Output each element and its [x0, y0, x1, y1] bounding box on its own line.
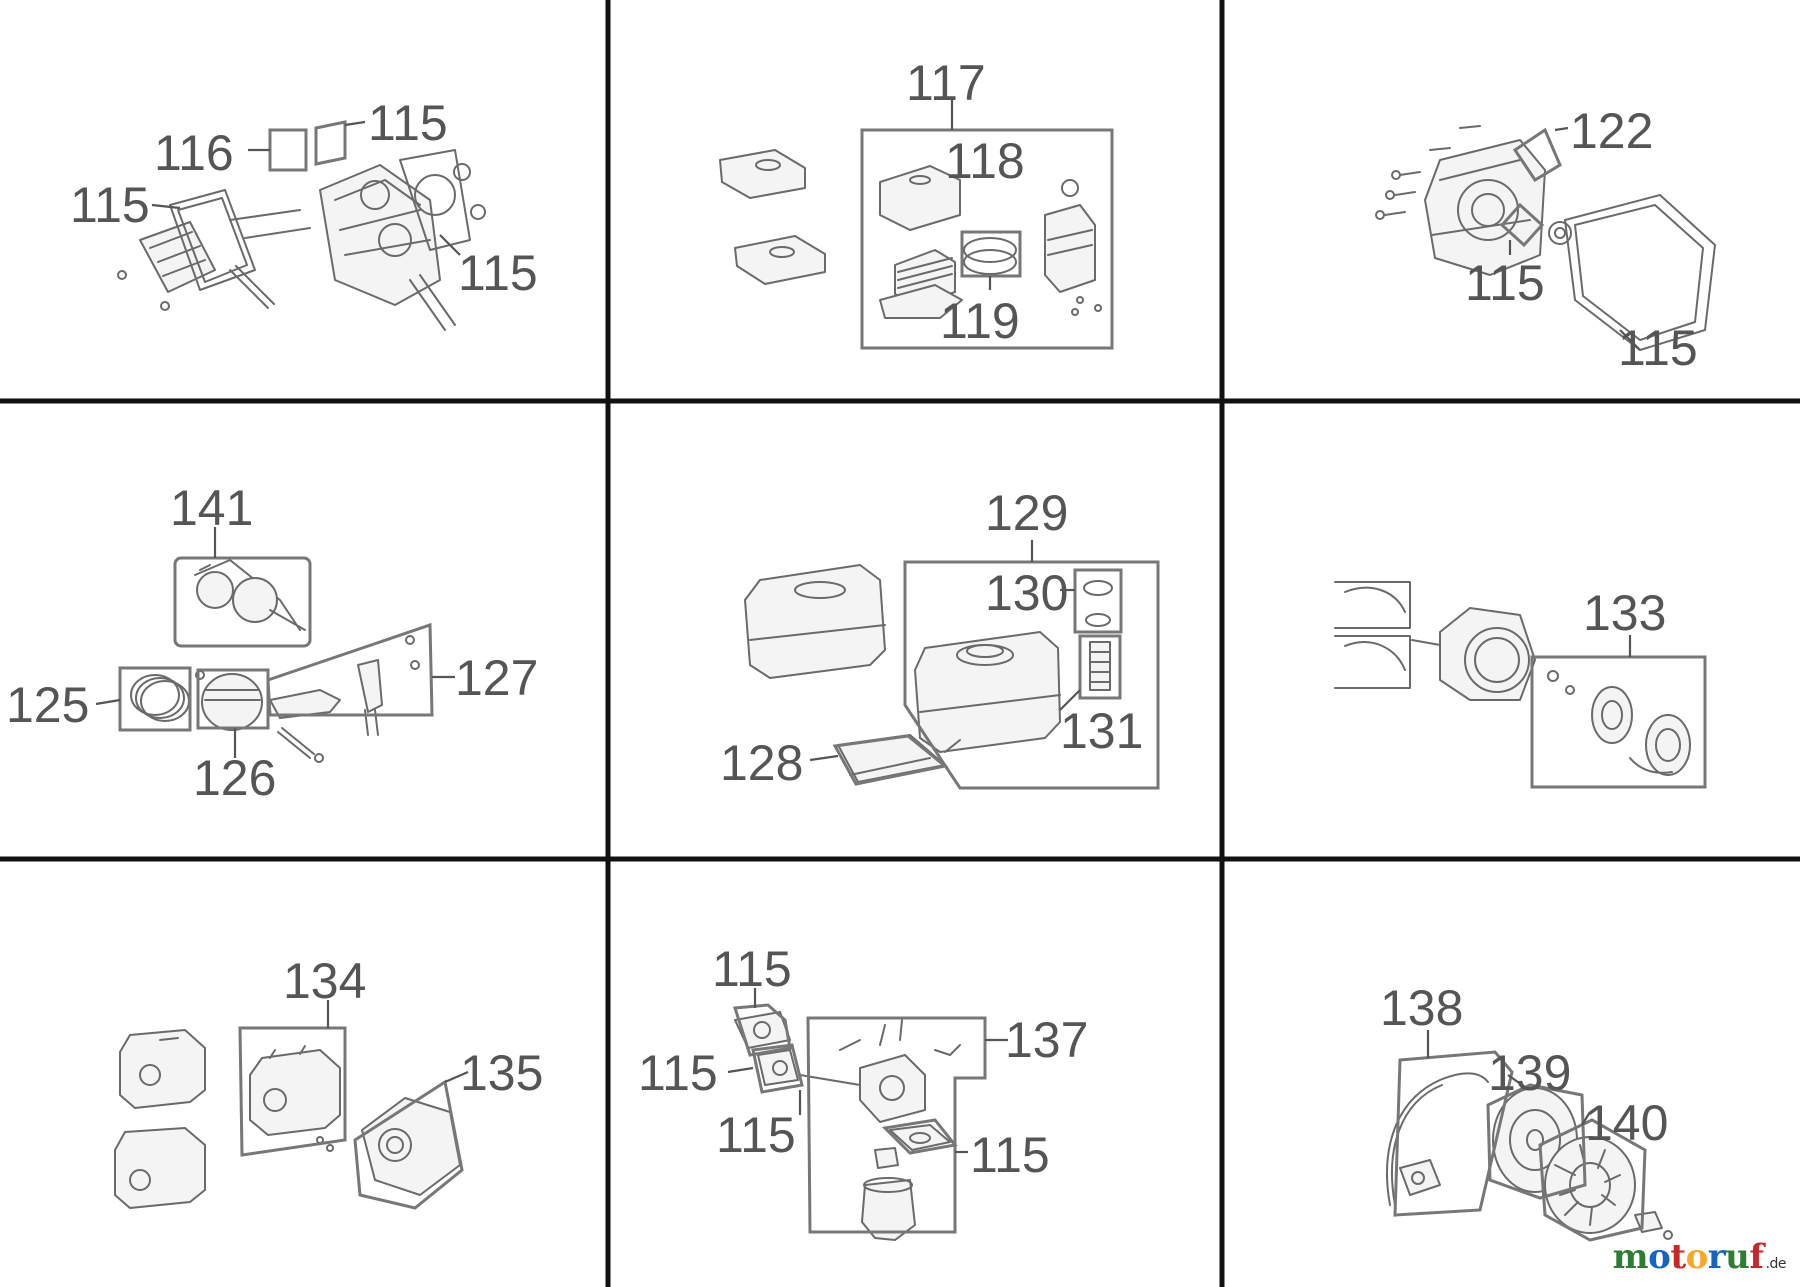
- kit-box-138: [1393, 1050, 1514, 1217]
- label-part-127: 127: [455, 650, 538, 706]
- panel-cylinder-head: 116 115 115 115: [70, 95, 538, 331]
- logo-letter: f: [1749, 1237, 1764, 1277]
- label-part-141: 141: [170, 480, 253, 536]
- kit-box-135: [353, 1079, 464, 1210]
- logo-letter: u: [1725, 1237, 1750, 1277]
- label-part-138: 138: [1380, 980, 1463, 1036]
- label-part-135: 135: [460, 1045, 543, 1101]
- crankshaft-piston-drawing: [130, 559, 420, 763]
- recoil-starter-drawing: [1334, 581, 1691, 776]
- callout-box-115: [733, 1003, 792, 1057]
- label-part-115: 115: [638, 1045, 718, 1101]
- kit-box-137: [806, 1016, 987, 1234]
- panel-crankcase-cover: 122 115 115: [1375, 103, 1716, 376]
- callout-box: [268, 128, 308, 172]
- logo-domain: .de: [1765, 1256, 1787, 1272]
- label-part-118: 118: [945, 133, 1025, 189]
- label-part-115: 115: [368, 95, 448, 151]
- label-part-130: 130: [985, 565, 1068, 621]
- kit-box-133: [1530, 655, 1707, 789]
- logo-letter: t: [1670, 1237, 1686, 1277]
- kit-box-140: [1538, 1118, 1647, 1242]
- callout-box: [314, 120, 347, 166]
- label-part-139: 139: [1488, 1045, 1571, 1101]
- callout-box-115: [751, 1043, 804, 1094]
- label-part-116: 116: [154, 125, 234, 181]
- carburetor-drawing: [734, 1011, 961, 1241]
- kit-box-139: [1486, 1083, 1587, 1200]
- label-part-137: 137: [1005, 1012, 1088, 1068]
- label-part-115: 115: [70, 177, 150, 233]
- kit-box-117: [860, 128, 1114, 350]
- panel-fuel-tank: 129 130 131 128: [720, 485, 1160, 791]
- label-part-115: 115: [1465, 255, 1545, 311]
- panel-ignition-flywheel: 138 139 140: [1380, 980, 1673, 1242]
- callout-box-115: [1499, 202, 1545, 248]
- label-part-126: 126: [193, 750, 276, 806]
- label-part-122: 122: [1570, 103, 1653, 159]
- kit-box-134: [238, 1026, 347, 1157]
- label-part-115: 115: [716, 1107, 796, 1163]
- cylinder-head-drawing: [117, 149, 486, 331]
- fuel-tank-drawing: [744, 564, 1113, 783]
- muffler-drawing: [114, 1029, 461, 1209]
- kit-box-127: [266, 622, 434, 717]
- callout-box-131: [1078, 634, 1122, 700]
- callout-box-115: [881, 1118, 958, 1155]
- air-filter-drawing: [719, 149, 1102, 319]
- label-part-129: 129: [985, 485, 1068, 541]
- panel-carburetor: 115 137 115 115 115: [638, 941, 1088, 1241]
- label-part-119: 119: [940, 293, 1020, 349]
- logo-letter: r: [1707, 1237, 1726, 1277]
- label-part-115: 115: [458, 245, 538, 301]
- callout-box-122: [1512, 127, 1562, 183]
- label-part-115: 115: [1618, 320, 1698, 376]
- panel-recoil-starter: 133: [1334, 581, 1707, 789]
- logo-letter: o: [1685, 1237, 1709, 1277]
- panel-muffler: 134 135: [114, 953, 543, 1210]
- crankcase-cover-drawing: [1375, 125, 1716, 351]
- callout-box-130: [1073, 568, 1123, 634]
- logo-letter: m: [1612, 1237, 1649, 1277]
- label-part-128: 128: [720, 735, 803, 791]
- label-part-115: 115: [712, 941, 792, 997]
- callout-box-128: [832, 734, 949, 786]
- label-part-117: 117: [906, 55, 986, 111]
- panel-air-filter: 117 118 119: [719, 55, 1114, 350]
- label-part-140: 140: [1585, 1095, 1668, 1151]
- label-part-115: 115: [970, 1127, 1050, 1183]
- kit-box-129: [903, 560, 1160, 790]
- panel-crankshaft-piston: 141 127 125 126: [6, 480, 538, 806]
- label-part-134: 134: [283, 953, 366, 1009]
- logo-letter: o: [1648, 1237, 1671, 1277]
- ignition-flywheel-drawing: [1386, 1072, 1673, 1240]
- kit-box-141: [173, 556, 312, 648]
- label-part-133: 133: [1583, 585, 1666, 641]
- label-part-131: 131: [1060, 703, 1143, 759]
- kit-box-125: [118, 666, 192, 732]
- motoruf-logo: motoruf.de: [1612, 1237, 1787, 1277]
- label-part-125: 125: [6, 677, 89, 733]
